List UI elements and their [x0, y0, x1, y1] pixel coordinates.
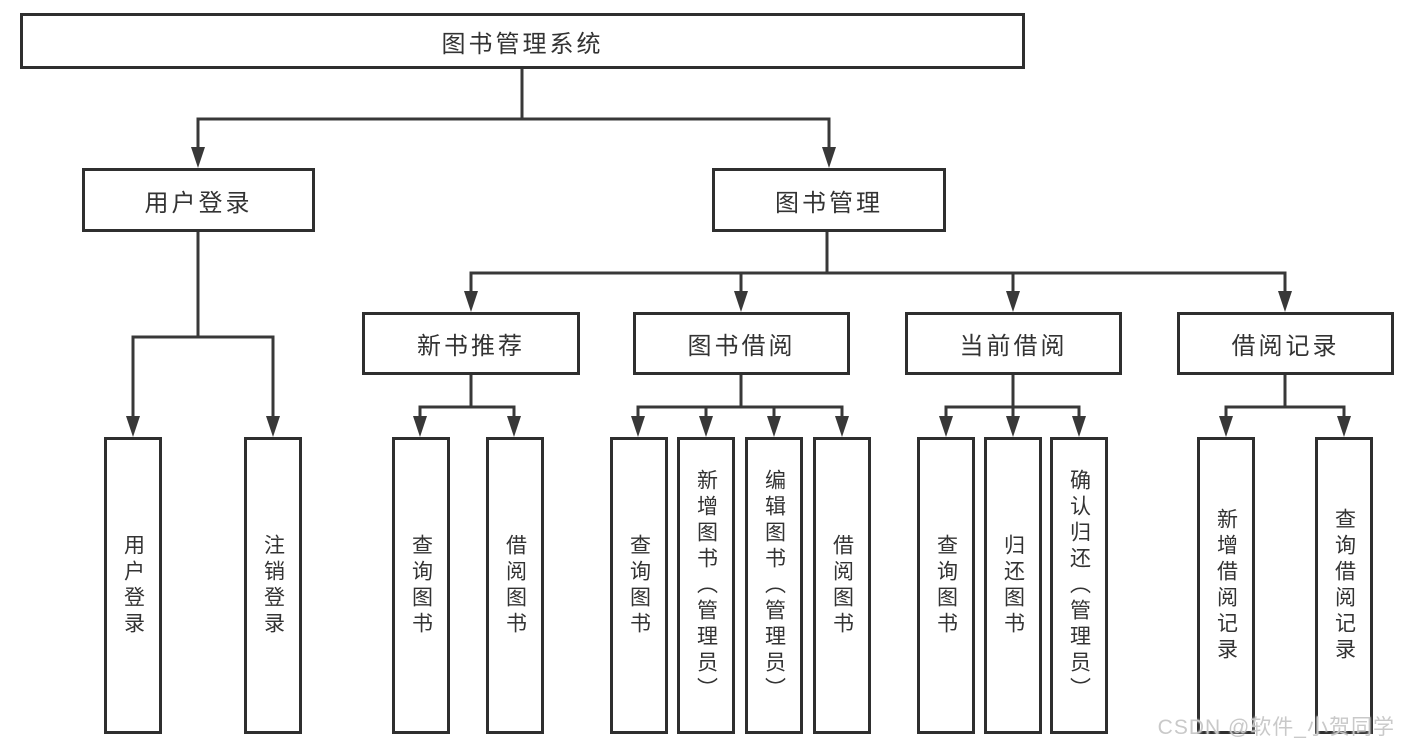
connector-borrow-records-to-leaves	[1224, 375, 1346, 418]
connector-book-mgmt-to-level3	[469, 232, 1287, 293]
leaf-add-books-admin: 新增图书（管理员）	[677, 437, 735, 734]
node-root-library-system: 图书管理系统	[20, 13, 1025, 69]
leaf-query-borrow-record-label: 查询借阅记录	[1332, 507, 1356, 664]
node-current-borrow: 当前借阅	[905, 312, 1122, 375]
leaf-confirm-return-admin-label: 确认归还（管理员）	[1067, 468, 1091, 703]
leaf-query-borrow-record: 查询借阅记录	[1315, 437, 1373, 734]
leaf-user-login: 用户登录	[104, 437, 162, 734]
leaf-logout-label: 注销登录	[261, 533, 285, 638]
node-borrow-records-label: 借阅记录	[1231, 333, 1340, 360]
connector-book-borrow-to-leaves	[636, 375, 844, 418]
node-user-login-label: 用户登录	[144, 189, 253, 217]
csdn-watermark: CSDN @软件_小贺同学	[1157, 716, 1395, 739]
connector-new-books-to-leaves	[418, 375, 516, 418]
leaf-edit-books-admin: 编辑图书（管理员）	[745, 437, 803, 734]
leaf-query-books-borrow-label: 查询图书	[627, 533, 651, 638]
node-current-borrow-label: 当前借阅	[959, 333, 1068, 360]
node-book-management-label: 图书管理	[775, 189, 883, 217]
node-new-book-recommend-label: 新书推荐	[417, 333, 525, 360]
leaf-user-login-label: 用户登录	[121, 533, 145, 638]
leaf-query-books-recommend: 查询图书	[392, 437, 450, 734]
connector-user-login-to-leaves	[131, 232, 275, 418]
leaf-edit-books-admin-label: 编辑图书（管理员）	[762, 468, 786, 703]
leaf-query-books-current: 查询图书	[917, 437, 975, 734]
leaf-return-books: 归还图书	[984, 437, 1042, 734]
node-user-login: 用户登录	[82, 168, 315, 232]
leaf-query-books-recommend-label: 查询图书	[409, 533, 433, 638]
leaf-borrow-books-recommend: 借阅图书	[486, 437, 544, 734]
node-new-book-recommend: 新书推荐	[362, 312, 580, 375]
leaf-add-borrow-record: 新增借阅记录	[1197, 437, 1255, 734]
leaf-query-books-current-label: 查询图书	[934, 533, 958, 638]
node-borrow-records: 借阅记录	[1177, 312, 1394, 375]
leaf-borrow-books-recommend-label: 借阅图书	[503, 533, 527, 638]
leaf-add-books-admin-label: 新增图书（管理员）	[694, 468, 718, 703]
leaf-confirm-return-admin: 确认归还（管理员）	[1050, 437, 1108, 734]
connector-root-to-level2	[196, 69, 831, 149]
leaf-add-borrow-record-label: 新增借阅记录	[1214, 507, 1238, 664]
leaf-borrow-books-label: 借阅图书	[830, 533, 854, 638]
node-root-label: 图书管理系统	[441, 30, 604, 58]
node-book-borrow-label: 图书借阅	[687, 333, 796, 360]
connector-current-borrow-to-leaves	[944, 375, 1081, 418]
leaf-logout: 注销登录	[244, 437, 302, 734]
node-book-management: 图书管理	[712, 168, 946, 232]
node-book-borrow: 图书借阅	[633, 312, 850, 375]
leaf-query-books-borrow: 查询图书	[610, 437, 668, 734]
leaf-return-books-label: 归还图书	[1001, 533, 1025, 638]
leaf-borrow-books: 借阅图书	[813, 437, 871, 734]
